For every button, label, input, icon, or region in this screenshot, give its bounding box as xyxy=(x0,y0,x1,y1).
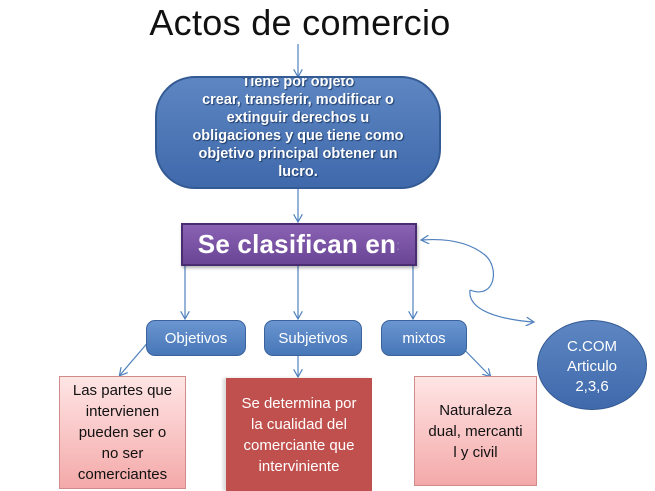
reference-node: C.COM Articulo 2,3,6 xyxy=(537,320,647,410)
category-mixtos-node: mixtos xyxy=(381,320,467,356)
description-line: Las partes que xyxy=(72,382,173,399)
diagram-title: Actos de comercio xyxy=(149,2,451,43)
description-line: l y civil xyxy=(453,443,498,461)
definition-line: lucro. xyxy=(278,163,318,180)
description-line: comerciante que xyxy=(243,436,355,454)
description-line: comerciantes xyxy=(77,466,168,483)
description-line: la cualidad del xyxy=(251,415,347,433)
category-label: Subjetivos xyxy=(278,329,348,347)
description-line: Naturaleza xyxy=(439,401,512,419)
description-line: no ser xyxy=(101,445,144,462)
description-line: pueden ser o xyxy=(78,424,167,441)
description-line: dual, mercanti xyxy=(428,422,523,440)
category-label: mixtos xyxy=(402,329,446,347)
category-subjetivos-node: Subjetivos xyxy=(264,320,362,356)
definition-line: obligaciones y que tiene como xyxy=(192,127,404,144)
classification-node: Se clasifican en: xyxy=(181,223,417,266)
mixtos-description: Naturaleza dual, mercanti l y civil xyxy=(414,376,537,486)
definition-line: Tiene por objeto xyxy=(241,76,355,90)
arrow-curve-to-reference xyxy=(469,289,533,322)
reference-line: 2,3,6 xyxy=(575,378,609,395)
reference-line: C.COM xyxy=(567,338,617,355)
objetivos-description: Las partes que intervienen pueden ser o … xyxy=(59,376,186,489)
subjetivos-description: Se determina por la cualidad del comerci… xyxy=(226,378,372,491)
arrow-objetivos-to-description xyxy=(120,339,151,375)
description-line: intervienen xyxy=(85,403,160,420)
classification-label: Se clasifican en xyxy=(197,229,397,259)
definition-line: extinguir derechos u xyxy=(226,109,370,126)
definition-line: crear, transferir, modificar o xyxy=(202,91,394,108)
definition-node: Tiene por objeto crear, transferir, modi… xyxy=(155,76,441,189)
description-line: interviniente xyxy=(258,457,340,475)
arrow-curve-to-classification xyxy=(422,240,494,293)
definition-line: objetivo principal obtener un xyxy=(198,145,398,162)
description-line: Se determina por xyxy=(241,394,357,412)
classification-colon: : xyxy=(396,236,401,253)
reference-line: Articulo xyxy=(566,358,618,375)
category-label: Objetivos xyxy=(164,329,228,347)
category-objetivos-node: Objetivos xyxy=(146,320,246,356)
